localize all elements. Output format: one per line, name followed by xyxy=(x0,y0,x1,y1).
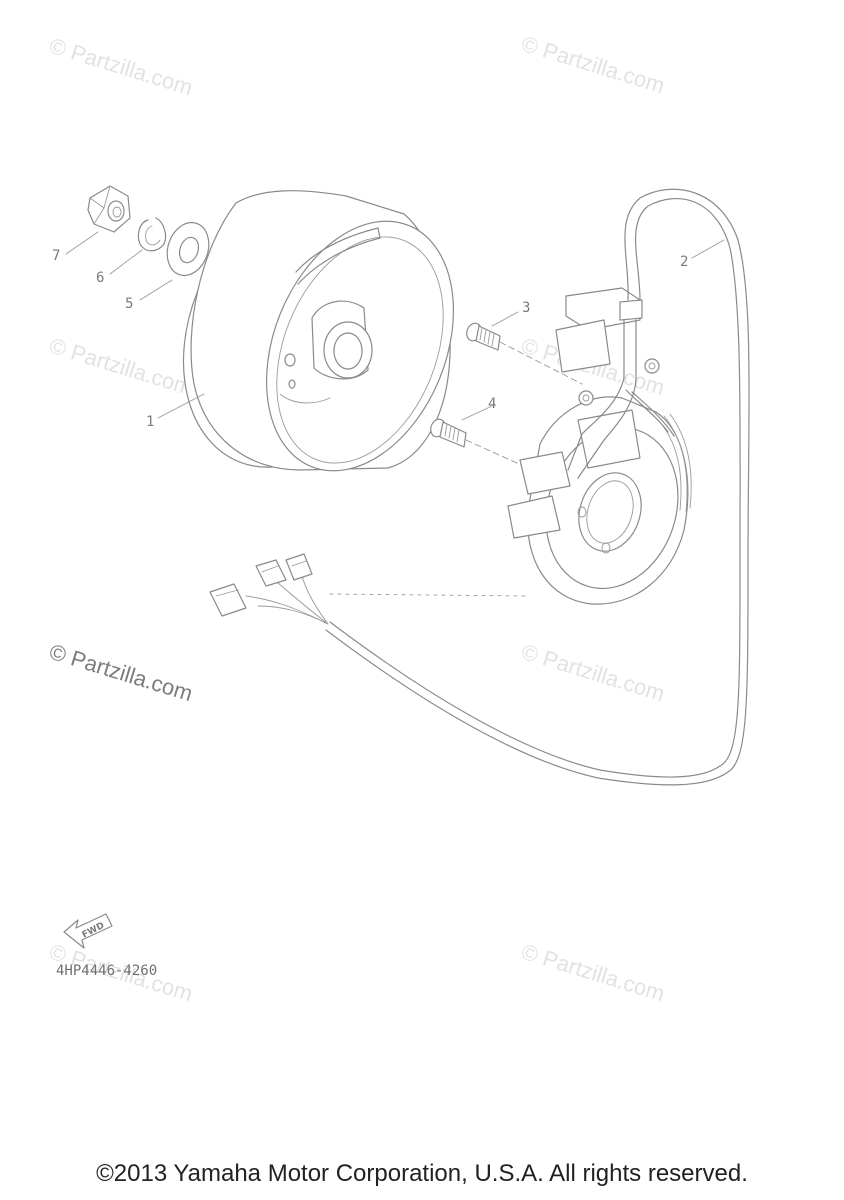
part-screw-upper xyxy=(466,322,583,385)
callout-7: 7 xyxy=(52,248,60,264)
part-nut xyxy=(87,185,131,233)
fwd-arrow-icon: FWD xyxy=(63,913,113,949)
watermark-mid-left: © Partzilla.com xyxy=(47,333,196,400)
part-stator-assembly xyxy=(507,188,750,773)
part-screw-lower xyxy=(430,418,529,469)
callout-4: 4 xyxy=(488,396,496,412)
callout-leaders xyxy=(65,231,725,421)
diagram-code: 4HP4446-4260 xyxy=(56,963,157,979)
callout-5: 5 xyxy=(125,296,133,312)
callout-6: 6 xyxy=(96,270,104,286)
copyright-notice: ©2013 Yamaha Motor Corporation, U.S.A. A… xyxy=(96,1160,748,1187)
callout-3: 3 xyxy=(522,300,530,316)
part-washer xyxy=(166,221,210,277)
part-connectors xyxy=(209,553,313,617)
watermark-center-left: © Partzilla.com xyxy=(47,639,196,706)
watermark-bottom-right: © Partzilla.com xyxy=(519,939,668,1006)
part-lock-washer xyxy=(137,217,167,252)
watermark-center-right: © Partzilla.com xyxy=(519,639,668,706)
watermark-top-right: © Partzilla.com xyxy=(519,31,668,98)
callout-numbers: 7 6 5 1 2 3 4 xyxy=(52,248,688,430)
watermark-top-left: © Partzilla.com xyxy=(47,33,196,100)
part-flywheel-rotor xyxy=(182,190,455,472)
callout-1: 1 xyxy=(146,414,154,430)
part-wire-harness xyxy=(245,569,729,786)
callout-2: 2 xyxy=(680,254,688,270)
